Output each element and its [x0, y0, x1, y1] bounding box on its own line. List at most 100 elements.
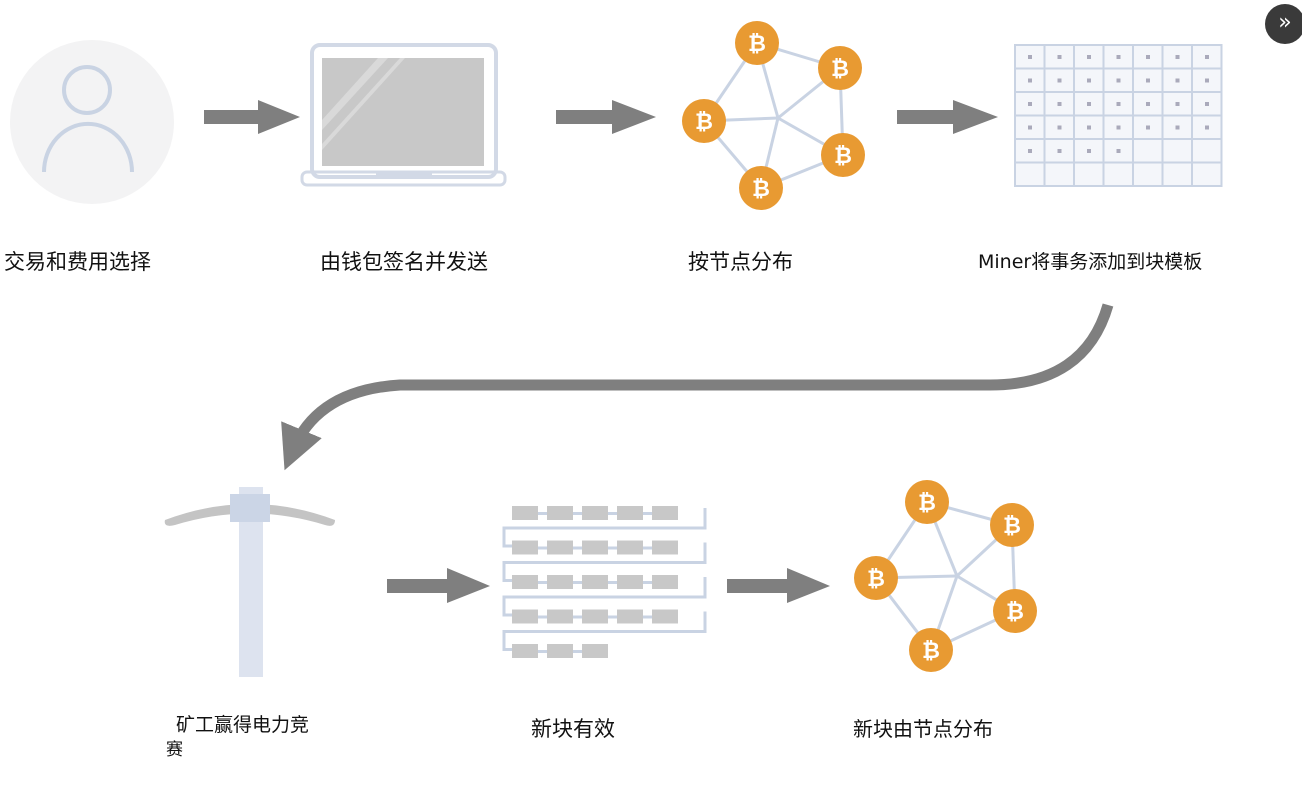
block	[512, 609, 538, 624]
block	[547, 540, 573, 555]
grid-dot	[1028, 78, 1032, 83]
grid-cell	[1132, 138, 1164, 164]
chain-link	[608, 615, 617, 619]
chain-link	[643, 615, 652, 619]
grid-dot	[1087, 125, 1091, 130]
grid-dot	[1057, 78, 1062, 83]
chain-link	[643, 512, 652, 515]
svg-text:₿: ₿	[831, 57, 849, 82]
bitcoin-coin-icon: ₿	[909, 628, 953, 672]
grid-dot	[1175, 125, 1180, 130]
grid-dot	[1116, 125, 1121, 130]
block	[582, 609, 608, 624]
grid-dot	[1087, 102, 1091, 106]
grid-cell	[1102, 161, 1134, 187]
grid-dot	[1175, 78, 1180, 83]
grid-cell	[1132, 161, 1164, 187]
grid-dot	[1116, 102, 1121, 106]
block	[512, 575, 538, 589]
chain-link	[573, 581, 582, 584]
grid-dot	[1028, 149, 1032, 153]
grid-dot	[1146, 55, 1150, 59]
bitcoin-coin-icon: ₿	[682, 99, 726, 143]
block	[547, 644, 573, 658]
next-button[interactable]: »	[1265, 4, 1302, 44]
grid-cell	[1161, 138, 1193, 164]
grid-dot	[1087, 55, 1091, 59]
chain-link	[502, 577, 707, 617]
block	[512, 506, 538, 520]
chain-link	[573, 615, 582, 619]
grid-dot	[1175, 102, 1180, 106]
step-label: 交易和费用选择	[4, 250, 151, 274]
grid-dot	[1175, 55, 1180, 59]
block	[512, 644, 538, 658]
grid-cell	[1043, 161, 1075, 187]
grid-dot	[1028, 55, 1032, 59]
step-label-line2: 赛	[166, 740, 183, 760]
double-chevron-right-icon: »	[1278, 10, 1292, 35]
grid-dot	[1146, 102, 1150, 106]
grid-cell	[1161, 161, 1193, 187]
svg-text:₿: ₿	[748, 32, 766, 57]
step-label: 新块由节点分布	[853, 717, 993, 741]
chain-link	[573, 546, 582, 550]
chain-link	[643, 546, 652, 550]
arrow-right-icon	[727, 568, 830, 603]
grid-dot	[1087, 149, 1091, 153]
svg-text:₿: ₿	[1006, 600, 1024, 625]
grid-dot	[1116, 149, 1121, 153]
laptop-icon	[300, 43, 507, 187]
grid-dot	[1146, 125, 1150, 130]
block	[617, 540, 643, 555]
chain-link	[502, 508, 707, 548]
grid-cell	[1073, 161, 1105, 187]
block	[547, 575, 573, 589]
svg-text:₿: ₿	[867, 567, 885, 592]
grid-cell	[1014, 161, 1046, 187]
curved-arrow-icon	[281, 303, 1114, 471]
grid-cell	[1191, 161, 1223, 187]
grid-dot	[1028, 125, 1032, 130]
block	[582, 644, 608, 658]
block	[582, 506, 608, 520]
chain-link	[538, 615, 547, 619]
bitcoin-coin-icon: ₿	[993, 589, 1037, 633]
arrow-right-icon	[387, 568, 490, 603]
chain-link	[538, 546, 547, 550]
svg-text:₿: ₿	[834, 144, 852, 169]
svg-text:₿: ₿	[695, 110, 713, 135]
grid-dot	[1205, 78, 1209, 83]
svg-text:₿: ₿	[752, 177, 770, 202]
bitcoin-coin-icon: ₿	[905, 480, 949, 524]
chain-link	[608, 581, 617, 584]
chain-link	[538, 581, 547, 584]
pickaxe-icon	[164, 487, 335, 677]
blockchain-icon	[502, 506, 707, 658]
grid-dot	[1028, 102, 1032, 106]
bitcoin-coin-icon: ₿	[818, 46, 862, 90]
chain-link	[502, 611, 707, 651]
chain-link	[608, 512, 617, 515]
grid-dot	[1205, 55, 1209, 59]
chain-link	[573, 650, 582, 653]
chain-link	[538, 650, 547, 653]
arrow-right-icon	[897, 100, 998, 134]
step-label-line1: 矿工赢得电力竞	[176, 714, 310, 736]
svg-text:₿: ₿	[922, 639, 940, 664]
step-label: 新块有效	[531, 717, 615, 741]
grid-dot	[1205, 102, 1209, 106]
grid-cell	[1191, 138, 1223, 164]
block-template-grid-icon	[1014, 44, 1223, 187]
block	[652, 609, 678, 624]
block	[512, 540, 538, 555]
bitcoin-coin-icon: ₿	[990, 503, 1034, 547]
grid-dot	[1057, 125, 1062, 130]
grid-dot	[1057, 102, 1062, 106]
bitcoin-network-icon: ₿ ₿ ₿ ₿ ₿	[682, 21, 865, 210]
block	[547, 609, 573, 624]
bitcoin-network-icon: ₿ ₿ ₿ ₿ ₿	[854, 480, 1037, 672]
arrow-right-icon	[204, 100, 300, 134]
step-label: 按节点分布	[688, 250, 793, 274]
